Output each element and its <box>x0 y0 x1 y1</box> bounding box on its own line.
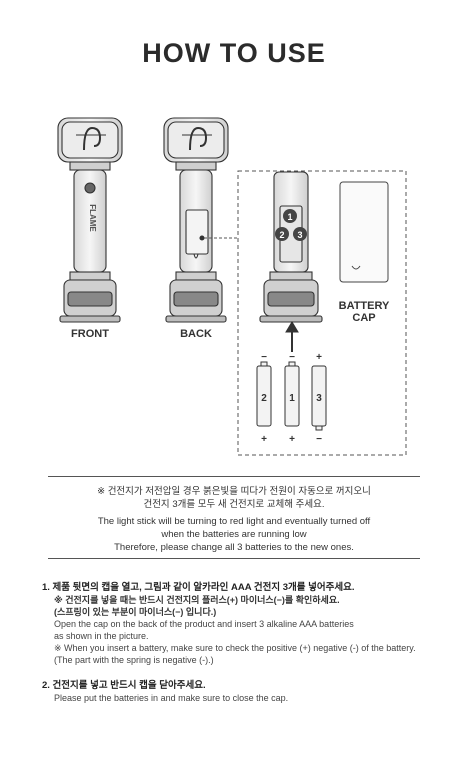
battery-3-bottom-sign: − <box>316 434 322 445</box>
notice-en-line2: when the batteries are running low <box>161 529 307 540</box>
front-label: FRONT <box>71 328 109 340</box>
step1-en-line1: Open the cap on the back of the product … <box>54 619 354 629</box>
slot-3-marker: 3 <box>293 227 307 241</box>
battery-1 <box>284 361 300 427</box>
insert-arrow-icon <box>285 321 299 352</box>
battery-cap <box>339 181 389 283</box>
battery-1-top-sign: − <box>289 352 295 363</box>
divider-bottom <box>48 558 420 559</box>
low-battery-notice: ※ 건전지가 저전압일 경우 붉은빛을 띠다가 전원이 자동으로 꺼지오니 건전… <box>40 485 428 554</box>
battery-compartment <box>259 171 323 323</box>
usage-illustration: FLAME 1 2 3 <box>57 117 407 456</box>
battery-2-bottom-sign: + <box>261 434 267 445</box>
battery-3-top-sign: + <box>316 352 322 363</box>
battery-2-number: 2 <box>261 393 267 404</box>
instruction-steps: 1. 제품 뒷면의 캡을 열고, 그림과 같이 알카라인 AAA 건전지 3개를… <box>42 582 442 704</box>
battery-1-bottom-sign: + <box>289 434 295 445</box>
step2-title: 2. 건전지를 넣고 반드시 캡을 닫아주세요. <box>42 680 206 691</box>
battery-3-number: 3 <box>316 393 322 404</box>
lightstick-front <box>57 117 123 323</box>
notice-en-line3: Therefore, please change all 3 batteries… <box>114 542 354 553</box>
battery-2 <box>256 361 272 427</box>
lightstick-back <box>163 117 229 323</box>
notice-ko-line2: 건전지 3개를 모두 새 건전지로 교체해 주세요. <box>143 499 325 510</box>
step1-ko-note2: (스프링이 있는 부분이 마이너스(−) 입니다.) <box>54 607 217 617</box>
slot-1-marker: 1 <box>283 209 297 223</box>
step1-ko-note1: ※ 건전지를 넣을 때는 반드시 건전지의 플러스(+) 마이너스(−)를 확인… <box>54 595 340 605</box>
battery-2-top-sign: − <box>261 352 267 363</box>
step1-en-line4: (The part with the spring is negative (-… <box>54 655 214 665</box>
notice-ko-line1: ※ 건전지가 저전압일 경우 붉은빛을 띠다가 전원이 자동으로 꺼지오니 <box>97 486 371 497</box>
page-title: HOW TO USE <box>142 38 326 68</box>
divider-top <box>48 476 420 477</box>
slot-2-marker: 2 <box>275 227 289 241</box>
step2-en-line: Please put the batteries in and make sur… <box>54 693 289 703</box>
battery-1-number: 1 <box>289 393 295 404</box>
notice-en-line1: The light stick will be turning to red l… <box>97 516 371 527</box>
brand-text-front: FLAME <box>88 204 97 232</box>
svg-text:2: 2 <box>279 230 284 240</box>
detail-box <box>237 170 407 456</box>
step1-en-line3: ※ When you insert a battery, make sure t… <box>54 643 416 653</box>
svg-text:1: 1 <box>287 212 292 222</box>
step1-en-line2: as shown in the picture. <box>54 631 149 641</box>
back-label: BACK <box>180 328 212 340</box>
svg-text:3: 3 <box>297 230 302 240</box>
step1-title: 1. 제품 뒷면의 캡을 열고, 그림과 같이 알카라인 AAA 건전지 3개를… <box>42 582 355 593</box>
battery-3 <box>311 365 327 431</box>
battery-cap-label: BATTERY CAP <box>338 300 390 324</box>
